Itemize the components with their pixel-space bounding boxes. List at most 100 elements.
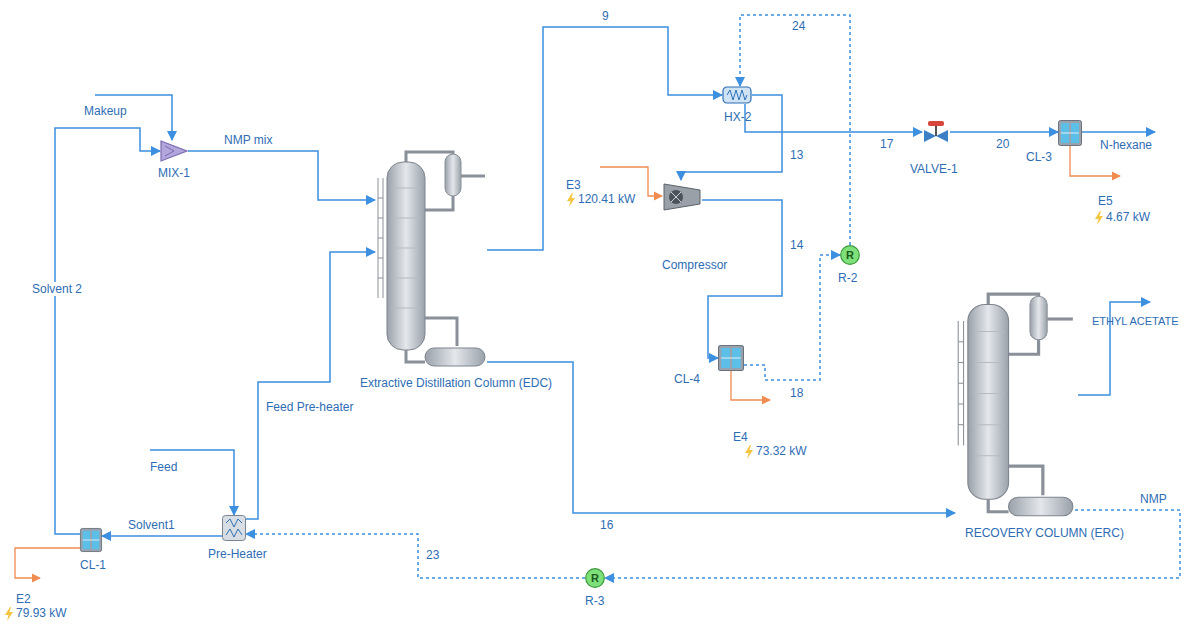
line-shape — [1061, 133, 1079, 134]
energy-stream — [731, 371, 770, 400]
rect-shape — [1059, 121, 1082, 146]
equipment-node: Compressor — [662, 180, 702, 212]
path-shape — [425, 196, 453, 210]
stream-label: 13 — [788, 148, 805, 162]
line-shape — [721, 358, 741, 359]
energy-name: E4 — [733, 430, 748, 444]
cool-icon — [1058, 120, 1082, 146]
circle-shape — [669, 190, 683, 204]
rect-shape — [445, 154, 461, 196]
equipment-node: Extractive Distillation Column (EDC) — [375, 148, 487, 370]
stream-label: Solvent1 — [126, 518, 177, 532]
stream-label: 17 — [878, 137, 895, 151]
stream-connector — [246, 252, 375, 519]
equipment-node: RR-3 — [585, 568, 605, 588]
equipment-label: CL-3 — [1026, 150, 1052, 164]
energy-value: 73.32 kW — [756, 444, 807, 458]
equipment-label: Pre-Heater — [208, 547, 267, 561]
polyline-shape — [727, 90, 747, 100]
cool-icon — [80, 528, 102, 552]
comp-icon — [662, 180, 702, 212]
stream-label: NMP mix — [222, 133, 274, 147]
stream-label: 23 — [424, 548, 441, 562]
line-shape — [391, 308, 421, 309]
line-shape — [165, 151, 174, 156]
polygon-shape — [936, 130, 948, 142]
line-shape — [972, 393, 1004, 394]
equipment-label: MIX-1 — [158, 166, 190, 180]
g-shape — [15, 146, 1120, 578]
energy-name: E5 — [1098, 194, 1113, 208]
circle-shape — [841, 246, 860, 265]
stream-label: 14 — [788, 238, 805, 252]
stream-name: Feed — [150, 460, 177, 474]
rect-shape — [928, 121, 944, 126]
line-shape — [935, 125, 937, 136]
stream-connector — [55, 128, 160, 534]
g-shape — [972, 331, 1004, 455]
equipment-label: Extractive Distillation Column (EDC) — [360, 376, 552, 390]
stream-label: 16 — [598, 518, 615, 532]
polyline-shape — [226, 519, 242, 527]
hx-icon — [722, 86, 752, 104]
line-shape — [391, 188, 421, 189]
energy-value: 79.93 kW — [16, 606, 67, 620]
line-shape — [378, 258, 383, 259]
hexane-stream — [1082, 131, 1155, 133]
line-shape — [958, 383, 963, 384]
polygon-shape — [664, 184, 700, 210]
stream-connector — [246, 534, 585, 578]
line-shape — [391, 248, 421, 249]
line-shape — [378, 218, 383, 219]
stream-name: ETHYL ACETATE — [1092, 314, 1179, 328]
equipment-node: CL-4 — [718, 345, 744, 371]
equipment-label: HX-2 — [724, 110, 751, 124]
stream-label: 18 — [788, 386, 805, 400]
path-shape — [1009, 340, 1039, 355]
stream-label: 9 — [600, 9, 611, 23]
ph-icon — [222, 515, 246, 541]
rect-shape — [1030, 296, 1047, 340]
equipment-label: Compressor — [662, 258, 727, 272]
energy-bolt — [567, 193, 575, 207]
energy-bolt — [5, 607, 13, 621]
g-shape — [391, 188, 421, 308]
energy-stream — [600, 167, 662, 196]
line-shape — [671, 192, 681, 202]
line-shape — [958, 424, 963, 425]
polyline-shape — [226, 529, 242, 537]
polygon-shape — [161, 141, 187, 161]
stream-connector — [605, 510, 1180, 578]
energy-name: E2 — [16, 592, 31, 606]
line-shape — [972, 331, 1004, 332]
stream-name: Makeup — [84, 104, 127, 118]
stream-connector — [487, 27, 722, 250]
rect-shape — [719, 346, 744, 371]
stream-label: Feed Pre-heater — [264, 400, 355, 414]
circle-shape — [586, 569, 605, 588]
stream-connector — [487, 362, 955, 513]
rect-shape — [223, 516, 246, 541]
path-shape — [1009, 466, 1043, 495]
energy-name: E3 — [566, 178, 581, 192]
equipment-label: CL-4 — [674, 372, 700, 386]
path-shape — [988, 499, 1008, 511]
stream-label: 24 — [790, 19, 807, 33]
energy-bolt — [745, 445, 753, 459]
path-shape — [406, 350, 425, 362]
feed-stream — [150, 450, 234, 515]
equipment-node: Pre-Heater — [222, 515, 246, 541]
stream-name: N-hexane — [1100, 138, 1152, 152]
equipment-label: R-2 — [838, 271, 857, 285]
line-shape — [378, 238, 383, 239]
g-shape — [95, 95, 1155, 515]
rect-shape — [968, 305, 1009, 500]
line-shape — [83, 540, 100, 541]
equipment-node: HX-2 — [722, 86, 752, 104]
rect-shape — [80, 528, 101, 551]
stream-connector — [188, 151, 375, 200]
equipment-node: CL-3 — [1058, 120, 1082, 146]
line-shape — [378, 198, 383, 199]
rect-shape — [387, 162, 425, 350]
equipment-node: RR-2 — [840, 245, 860, 265]
